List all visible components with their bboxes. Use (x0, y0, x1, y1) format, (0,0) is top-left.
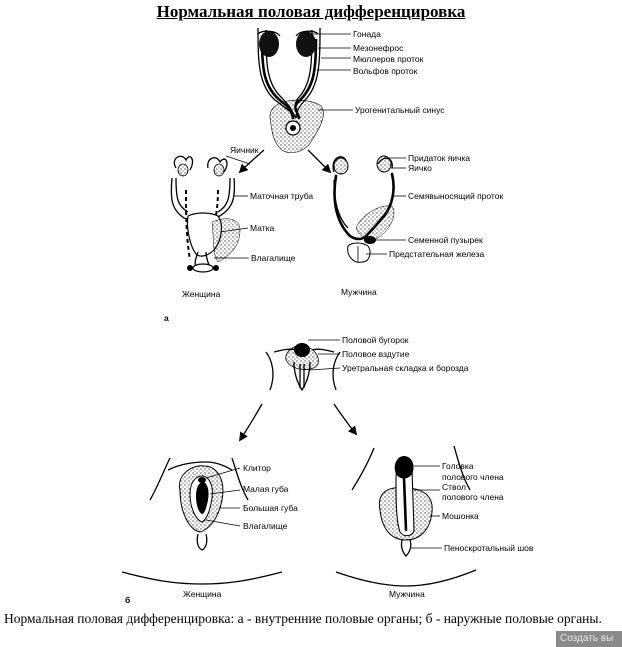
ovary-right (213, 163, 225, 177)
caption-female-a: Женщина (182, 289, 221, 299)
caption-male-a: Мужчина (341, 287, 377, 297)
label-testis: Яичко (408, 163, 432, 173)
gonad-left (259, 31, 279, 57)
ovary-left (177, 163, 189, 177)
arrow-b-male (333, 403, 358, 436)
leaders-b-male (410, 465, 442, 549)
label-clitoris: Клитор (243, 463, 271, 473)
label-genital-tubercle: Половой бугорок (342, 335, 409, 345)
male-internal-organs (332, 155, 395, 263)
label-wolffian-duct: Вольфов проток (353, 66, 418, 76)
panel-letter-a: а (164, 313, 169, 323)
label-seminal-vesicle: Семенной пузырек (408, 235, 483, 245)
label-prostate: Предстательная железа (389, 249, 484, 259)
label-scrotum: Мошонка (442, 511, 479, 521)
caption-male-b: Мужчина (389, 589, 425, 599)
arrow-a-male (307, 149, 332, 174)
leaders-a-top (306, 33, 353, 111)
label-uterus: Матка (250, 223, 275, 233)
label-vas-deferens: Семявыносящий проток (408, 191, 503, 201)
indifferent-internal-organs (257, 27, 324, 153)
page-title: Нормальная половая дифференцировка (156, 2, 466, 21)
label-vagina-internal: Влагалище (251, 253, 296, 263)
testis-left (333, 157, 349, 175)
figure-caption: Нормальная половая дифференцировка: а - … (4, 611, 602, 626)
label-ovary: Яичник (230, 145, 259, 155)
gonad-right (296, 31, 316, 57)
arrow-a-female (238, 149, 265, 174)
genital-tubercle (294, 343, 310, 357)
label-urogenital-sinus: Урогенитальный синус (355, 105, 445, 115)
leaders-a-male (366, 157, 406, 255)
create-watermark-button[interactable]: Создать вы (556, 631, 622, 647)
label-fallopian-tube: Маточная труба (250, 191, 313, 201)
label-raphe: Пеноскротальный шов (444, 543, 534, 553)
label-labia-majora: Большая губа (243, 503, 298, 513)
prostate (347, 242, 371, 263)
arrow-b-female (238, 403, 263, 442)
indifferent-external-organs (265, 343, 341, 392)
label-epididymis: Придаток яичка (408, 153, 470, 163)
caption-female-b: Женщина (183, 589, 222, 599)
label-mullerian-duct: Мюллеров проток (353, 54, 424, 64)
differentiation-diagram: Гонада Мезонефрос Мюллеров проток Вольфо… (121, 27, 534, 605)
label-mesonephros: Мезонефрос (353, 43, 404, 53)
label-glans-2: полового члена (442, 472, 504, 482)
seminal-vesicle (364, 236, 376, 244)
male-external-organs (335, 445, 477, 587)
female-external-organs (121, 457, 283, 585)
label-shaft-1: Ствол (442, 482, 466, 492)
label-gonad: Гонада (353, 29, 381, 39)
leaders-a-female (214, 155, 251, 259)
panel-letter-b: б (125, 595, 130, 605)
glans (394, 456, 414, 479)
label-shaft-2: полового члена (442, 492, 504, 502)
label-genital-swelling: Половое вздутие (342, 349, 410, 359)
label-vagina-external: Влагалище (243, 521, 288, 531)
leaders-b-top (308, 339, 341, 371)
label-urethral-fold: Уретральная складка и борозда (342, 363, 469, 373)
label-labia-minora: Малая губа (243, 484, 289, 494)
female-internal-organs (170, 155, 241, 273)
leaders-b-female (205, 467, 241, 527)
testis-right (376, 155, 392, 173)
clitoris (198, 477, 206, 483)
label-glans-1: Головка (442, 461, 474, 471)
